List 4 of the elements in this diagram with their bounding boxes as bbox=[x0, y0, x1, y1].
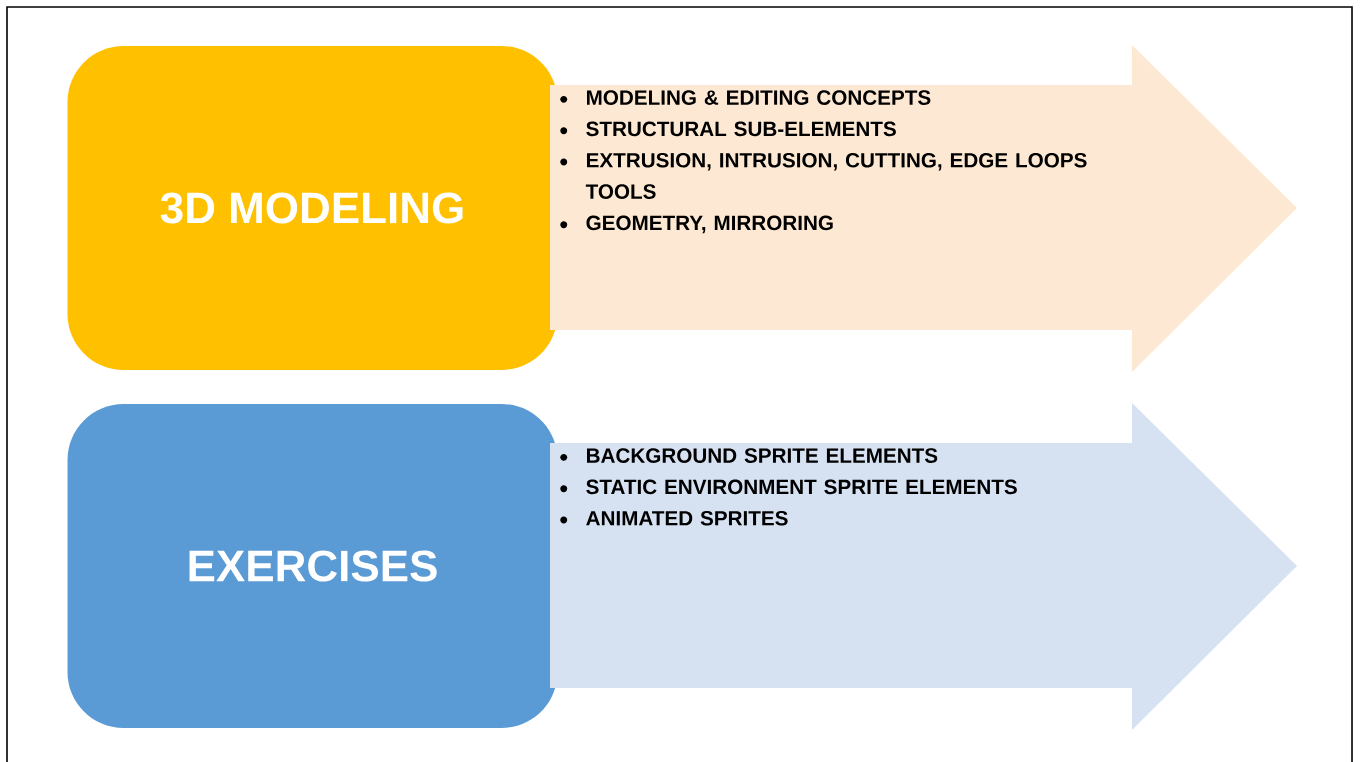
pointed-banner: MODELING & EDITING CONCEPTS STRUCTURAL SUB-ELEMENTS EXTRUSION, INTRUSION, CUTTING, EDGE LOOPS TOOLS GEOMETRY, MIRRORING bbox=[550, 45, 1297, 372]
rounded-box: EXERCISES bbox=[67, 404, 558, 728]
rounded-box: 3D MODELING bbox=[67, 46, 558, 370]
pointed-banner: BACKGROUND SPRITE ELEMENTS STATIC ENVIRONMENT SPRITE ELEMENTS ANIMATED SPRITES bbox=[550, 403, 1297, 730]
